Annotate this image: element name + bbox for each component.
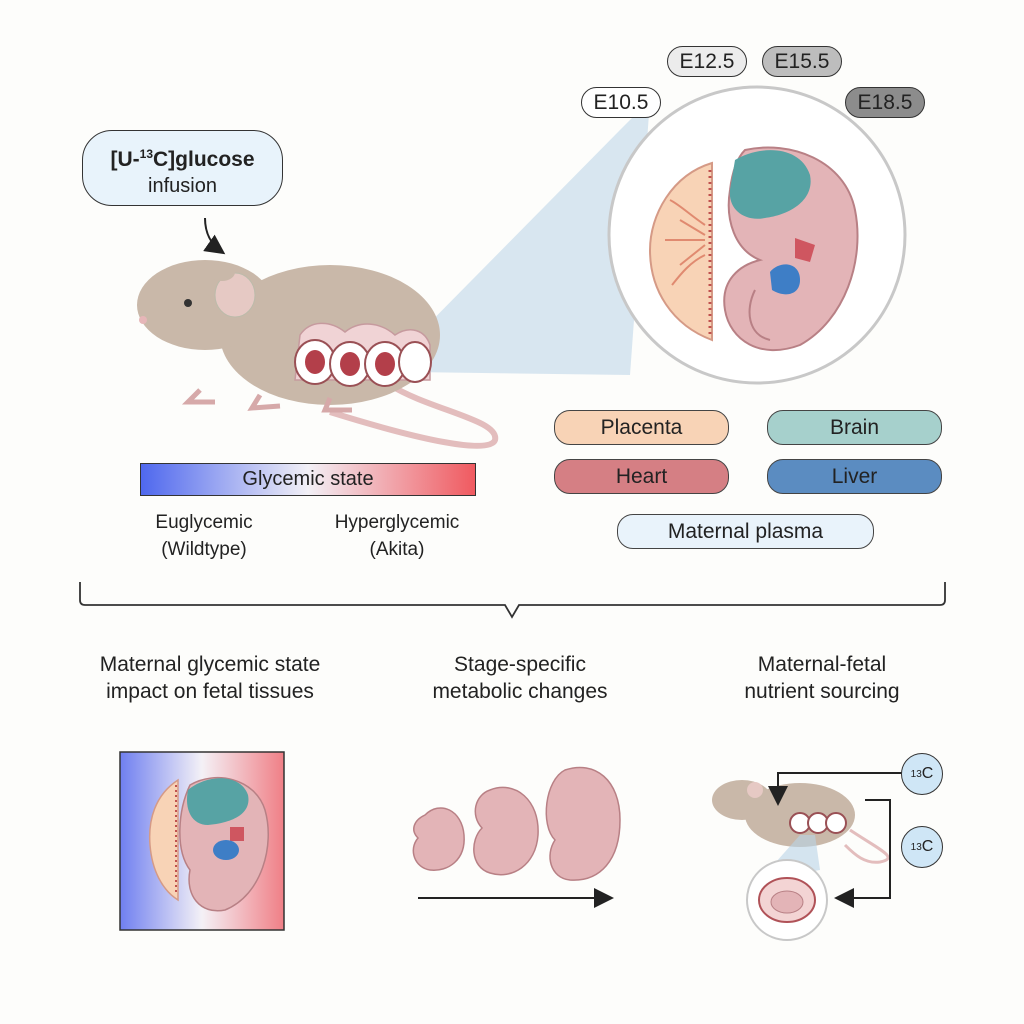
embryo-large (545, 766, 621, 881)
panel-embryo-stages (412, 766, 621, 908)
uterine-embryos (294, 339, 432, 387)
tracer-infusion-box: [U-13C]glucose infusion (82, 130, 283, 206)
glycemic-state-bar: Glycemic state (140, 463, 476, 496)
stage-e10-5-pill: E10.5 (581, 87, 661, 118)
tissue-placenta: Placenta (554, 410, 729, 445)
pregnant-mouse (137, 260, 499, 449)
panel2-caption-line1: Stage-specific (454, 653, 586, 676)
panel3-caption: Maternal-fetal nutrient sourcing (712, 651, 932, 705)
summary-bracket (79, 582, 946, 619)
embryo-small (412, 807, 465, 871)
euglycemic-label: Euglycemic (Wildtype) (124, 509, 284, 563)
stage-e12-5-pill: E12.5 (667, 46, 747, 77)
panel1-caption-line2: impact on fetal tissues (106, 680, 314, 703)
panel-nutrient-sourcing (712, 772, 905, 941)
tissue-maternal-plasma: Maternal plasma (617, 514, 874, 549)
infusion-arrow (203, 217, 226, 255)
stage-e18-5-pill: E18.5 (845, 87, 925, 118)
isotope-arrow-top (768, 772, 905, 806)
stage-e15-5-pill: E15.5 (762, 46, 842, 77)
isotope-arrow-side (834, 799, 891, 908)
hyperglycemic-line1: Hyperglycemic (334, 512, 460, 533)
euglycemic-line2: (Wildtype) (161, 539, 247, 560)
panel3-caption-line2: nutrient sourcing (744, 680, 900, 703)
tracer-name: [U-13C]glucose (110, 147, 255, 171)
panel-glycemic-embryo (119, 751, 285, 931)
embryo-detail-circle (607, 85, 907, 385)
hyperglycemic-line2: (Akita) (369, 539, 425, 560)
euglycemic-line1: Euglycemic (155, 512, 253, 533)
tissue-liver: Liver (767, 459, 942, 494)
panel2-caption-line2: metabolic changes (432, 680, 608, 703)
tissue-brain: Brain (767, 410, 942, 445)
zoom-cone (398, 100, 650, 375)
panel2-caption: Stage-specific metabolic changes (400, 651, 640, 705)
panel3-caption-line1: Maternal-fetal (757, 653, 887, 676)
infusion-label: infusion (148, 175, 217, 197)
panel1-caption: Maternal glycemic state impact on fetal … (70, 651, 350, 705)
hyperglycemic-label: Hyperglycemic (Akita) (312, 509, 482, 563)
panel1-caption-line1: Maternal glycemic state (99, 653, 321, 676)
glycemic-bar-label: Glycemic state (242, 468, 374, 490)
tissue-heart: Heart (554, 459, 729, 494)
embryo-medium (473, 786, 539, 876)
